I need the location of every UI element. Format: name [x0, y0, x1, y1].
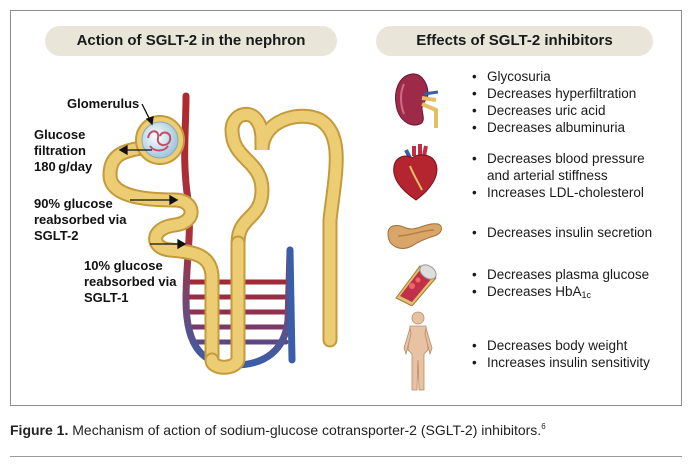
blood-vessel-icon — [395, 264, 437, 306]
effect-item: Increases insulin sensitivity — [472, 354, 650, 371]
effect-item: Decreases albuminuria — [472, 119, 636, 136]
effects-vessel: Decreases plasma glucose Decreases HbA1c — [472, 266, 649, 304]
effect-item: Decreases body weight — [472, 337, 650, 354]
effect-item: Decreases insulin secretion — [472, 224, 652, 241]
bottom-rule — [10, 456, 682, 457]
effect-item: Decreases blood pressure — [472, 150, 645, 167]
efferent-arteriole — [181, 92, 294, 369]
figure-caption: Figure 1. Mechanism of action of sodium-… — [10, 422, 546, 438]
arrows — [118, 103, 187, 250]
glomerulus-label: Glomerulus — [67, 96, 140, 111]
effects-body: Decreases body weight Increases insulin … — [472, 337, 650, 371]
effect-item: Decreases plasma glucose — [472, 266, 649, 283]
effects-heading: Effects of SGLT-2 inhibitors — [376, 26, 653, 56]
effect-item: Decreases hyperfiltration — [472, 85, 636, 102]
filtration-label: Glucose filtration 180 g/day — [34, 127, 93, 174]
sglt1-label: 10% glucose reabsorbed via SGLT-1 — [84, 258, 177, 305]
subscript: 1c — [581, 290, 592, 300]
effect-item: Increases LDL-cholesterol — [472, 184, 645, 201]
effects-heart: Decreases blood pressure and arterial st… — [472, 150, 645, 201]
human-body-icon — [403, 311, 433, 391]
effects-kidney: Glycosuria Decreases hyperfiltration Dec… — [472, 68, 636, 136]
effect-item-hba1c: Decreases HbA1c — [472, 283, 649, 304]
effect-item: Glycosuria — [472, 68, 636, 85]
heart-icon — [393, 144, 438, 201]
effect-item: Decreases uric acid — [472, 102, 636, 119]
venule — [286, 246, 296, 364]
kidney-icon — [395, 73, 439, 128]
nephron-heading: Action of SGLT-2 in the nephron — [45, 26, 337, 56]
effect-item-continued: and arterial stiffness — [487, 168, 608, 183]
pancreas-icon — [387, 223, 442, 249]
effects-pancreas: Decreases insulin secretion — [472, 224, 652, 241]
sglt2-label: 90% glucose reabsorbed via SGLT-2 — [34, 196, 127, 243]
glomerulus-icon — [141, 121, 179, 159]
